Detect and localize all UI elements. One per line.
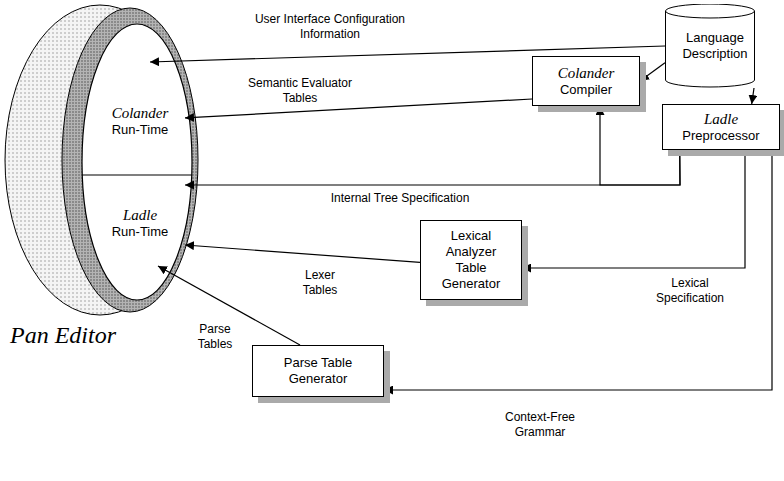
cylinder-lid (666, 11, 755, 18)
edge-label: Internal Tree Specification (290, 191, 510, 206)
edge-label: Lexer Tables (296, 268, 344, 298)
node-label: Colander Run-Time (112, 104, 169, 139)
node-label: Lexical Analyzer Table Generator (436, 228, 506, 293)
italic-word: Colander (558, 64, 615, 83)
node-label: Language Description (675, 30, 755, 63)
italic-word: Colander (112, 104, 169, 123)
edge-label: Parse Tables (191, 322, 239, 352)
process-box: Colander Compiler (532, 56, 640, 106)
italic-word: Ladle (682, 110, 759, 129)
ring-band (62, 8, 198, 312)
ring-opening (82, 24, 192, 300)
runtime-divider (82, 174, 192, 175)
database-cylinder: Language Description (665, 4, 765, 88)
italic-word: Ladle (112, 206, 169, 225)
process-box: Parse Table Generator (252, 345, 384, 397)
process-box: Ladle Preprocessor (662, 104, 780, 150)
arrow-connector (752, 88, 754, 104)
arrow-connector (384, 150, 772, 390)
arrow-connector (640, 63, 665, 81)
node-label: Ladle Run-Time (112, 206, 169, 241)
arrow-connector (185, 99, 532, 118)
process-box: Lexical Analyzer Table Generator (420, 220, 522, 300)
arrow-connector (522, 150, 745, 268)
editor-ring: Pan Editor Colander Run-TimeLadle Run-Tim… (0, 0, 205, 360)
node-label: Parse Table Generator (276, 355, 361, 388)
edge-label: Context-Free Grammar (497, 410, 583, 440)
edge-label: User Interface Configuration Information (248, 12, 413, 42)
runtime-region: Ladle Run-Time (95, 180, 185, 266)
cylinder-body (666, 4, 755, 87)
node-label: Ladle Preprocessor (682, 110, 759, 145)
edge-label: Lexical Specification (648, 276, 732, 306)
arrow-connector (185, 150, 680, 185)
edge-label: Semantic Evaluator Tables (238, 76, 363, 106)
runtime-region: Colander Run-Time (95, 70, 185, 172)
arrow-connector (185, 245, 420, 262)
editor-name: Pan Editor (10, 322, 116, 349)
node-label: Colander Compiler (558, 64, 615, 99)
